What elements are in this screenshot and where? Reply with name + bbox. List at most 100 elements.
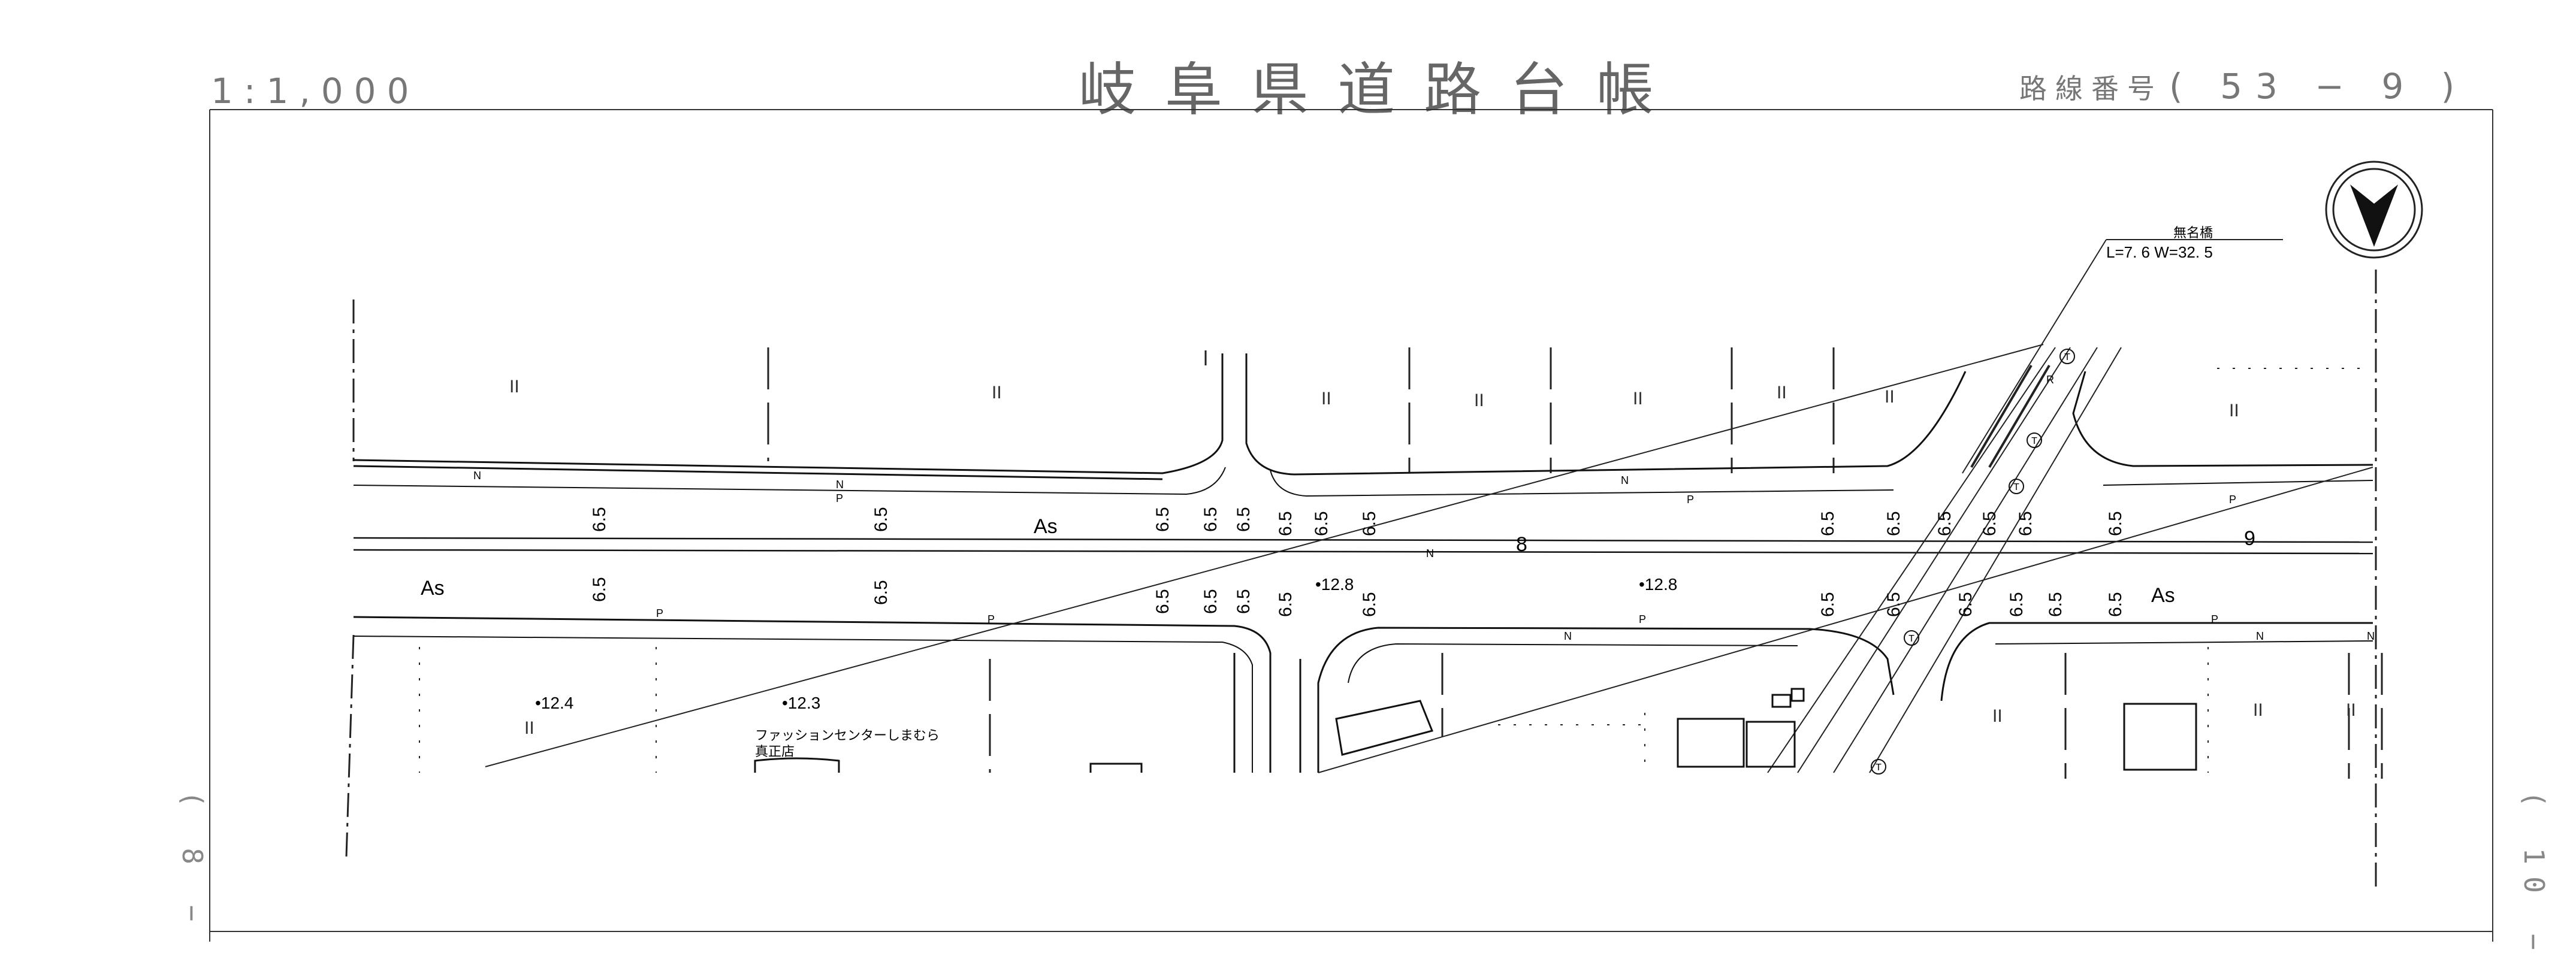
spot-elevation: •12.8 — [1639, 575, 1677, 594]
land-use-mark: II — [1992, 706, 2003, 726]
pavement-label: As — [1034, 515, 1058, 538]
width-label: 6.5 — [1360, 592, 1379, 617]
no-parking-symbol: N — [1621, 474, 1629, 486]
sheet-frame — [209, 109, 2493, 942]
width-label: 6.5 — [871, 507, 891, 532]
no-parking-symbol: N — [1426, 547, 1434, 559]
bridge-spec: L=7. 6 W=32. 5 — [2106, 243, 2213, 261]
no-parking-symbol: N — [2367, 630, 2375, 642]
land-use-mark: II — [1633, 389, 1643, 409]
land-use-mark: II — [992, 383, 1002, 403]
lot-lines — [767, 347, 2383, 779]
chainage-labels: 8 9 — [1516, 527, 2255, 556]
boundary-lines — [345, 270, 2377, 887]
road-edges — [353, 353, 2373, 773]
chainage-label: 9 — [2244, 527, 2255, 550]
pavement-labels: As As As — [421, 515, 2175, 607]
parking-symbol: P — [1687, 494, 1694, 506]
land-use-mark: II — [1474, 391, 1484, 410]
road-ledger-map: 無名橋 L=7. 6 W=32. 5 — [209, 109, 2493, 942]
spot-elevation: •12.4 — [535, 694, 573, 712]
facility-name: ファッションセンターしまむら — [755, 728, 940, 743]
spot-elevations: •12.8 •12.8 •12.4 •12.3 — [535, 575, 1677, 712]
width-label: 6.5 — [1201, 589, 1221, 614]
land-use-mark: II — [2229, 401, 2239, 421]
land-use-mark: II — [1321, 389, 1331, 409]
land-use-mark: II — [524, 718, 534, 738]
no-parking-symbol: N — [2256, 630, 2264, 642]
parking-symbol: P — [2211, 613, 2218, 625]
width-label: 6.5 — [2007, 592, 2027, 617]
spot-elevation: •12.8 — [1315, 575, 1354, 594]
facility-branch: 真正店 — [755, 744, 795, 759]
bridge-name: 無名橋 — [2173, 225, 2213, 240]
facility-label: ファッションセンターしまむら 真正店 — [755, 728, 940, 759]
width-label: 6.5 — [1884, 592, 1904, 617]
chainage-label: 8 — [1516, 533, 1527, 556]
parking-symbol: P — [836, 492, 843, 504]
width-label: 6.5 — [2046, 592, 2065, 617]
land-use-mark: II — [2346, 700, 2356, 720]
svg-text:T: T — [1908, 634, 1914, 644]
width-label: 6.5 — [1818, 511, 1838, 536]
width-label: 6.5 — [1201, 507, 1221, 532]
width-label: 6.5 — [1360, 511, 1379, 536]
telephone-pole-icon: T — [1871, 759, 1886, 775]
width-label: 6.5 — [1276, 511, 1295, 536]
width-label: 6.5 — [1818, 592, 1838, 617]
width-label: 6.5 — [1935, 511, 1955, 536]
telephone-pole-icon: T — [2027, 432, 2042, 448]
scale-label: 1:1,000 — [211, 71, 420, 111]
fence-lines — [419, 368, 2373, 773]
width-labels: 6.5 6.5 6.5 6.5 6.5 6.5 6.5 6.5 6.5 6.5 … — [590, 507, 2125, 617]
telephone-pole-icon: T — [1904, 630, 1919, 646]
width-label: 6.5 — [1312, 511, 1331, 536]
land-use-mark: II — [509, 377, 520, 397]
parking-symbol: P — [656, 607, 663, 619]
width-label: 6.5 — [2106, 592, 2125, 617]
parking-symbol: P — [1639, 613, 1646, 625]
telephone-pole-icons: T T T T T — [1871, 349, 2075, 775]
land-use-mark: II — [2253, 700, 2263, 720]
width-label: 6.5 — [1153, 589, 1173, 614]
bridge-annotation: 無名橋 L=7. 6 W=32. 5 — [1962, 225, 2283, 474]
no-parking-symbol: N — [1564, 630, 1572, 642]
rail-symbol: R — [2046, 374, 2054, 386]
map-symbols: N N N N N N N P P P P P P P R — [473, 374, 2375, 642]
north-arrow-icon — [2325, 161, 2423, 259]
pavement-label: As — [2151, 584, 2175, 607]
svg-text:T: T — [2064, 352, 2070, 362]
route-number: 路線番号( 53 − 9 ) — [2019, 66, 2468, 107]
land-use-marks: II II II II II II II II II II II II — [509, 377, 2356, 738]
width-label: 6.5 — [1234, 507, 1254, 532]
width-label: 6.5 — [590, 507, 609, 532]
width-label: 6.5 — [590, 577, 609, 602]
width-label: 6.5 — [1956, 592, 1976, 617]
buildings — [754, 688, 2197, 773]
width-label: 6.5 — [1980, 511, 2000, 536]
width-label: 6.5 — [871, 580, 891, 605]
land-use-mark: II — [1885, 387, 1895, 407]
no-parking-symbol: N — [473, 470, 481, 482]
parking-symbol: P — [987, 613, 995, 625]
spot-elevation: •12.3 — [782, 694, 820, 712]
land-use-mark: II — [1777, 383, 1787, 403]
svg-text:T: T — [2031, 436, 2037, 446]
width-label: 6.5 — [1234, 589, 1254, 614]
route-number-label: 路線番号 — [2019, 72, 2163, 105]
diagonal-lines — [485, 344, 2373, 773]
width-label: 6.5 — [2016, 511, 2036, 536]
width-label: 6.5 — [2106, 511, 2125, 536]
route-number-value: ( 53 − 9 ) — [2169, 66, 2468, 107]
parking-symbol: P — [2229, 494, 2236, 506]
page-title: 岐阜県道路台帳 — [1079, 56, 1683, 123]
width-label: 6.5 — [1276, 592, 1295, 617]
svg-text:T: T — [1876, 763, 1882, 773]
svg-text:T: T — [2013, 482, 2019, 492]
width-label: 6.5 — [1153, 507, 1173, 532]
telephone-pole-icon: T — [2059, 349, 2075, 364]
telephone-pole-icon: T — [2009, 479, 2024, 494]
no-parking-symbol: N — [836, 479, 844, 491]
width-label: 6.5 — [1884, 511, 1904, 536]
pavement-label: As — [421, 577, 445, 600]
